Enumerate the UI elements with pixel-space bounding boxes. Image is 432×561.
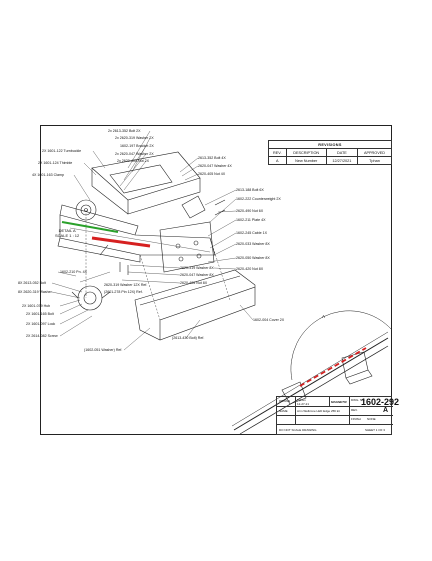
cover (134, 269, 256, 341)
callout-washer-2620-050: 2620-050 Washer 8X (236, 256, 270, 260)
revisions-table: REVISIONS REV. DESCRIPTION DATE APPROVED… (268, 140, 392, 165)
callout-bracket-1602-197: 1602-197 Bracket 2X (120, 144, 154, 148)
drawn-date: 12-27-21 (297, 402, 310, 406)
led-strip-green (61, 221, 119, 233)
arm-bottom (57, 237, 141, 263)
detail-a-circle (290, 310, 393, 381)
do-not-scale-note: DO NOT SCALE DRAWING (279, 428, 317, 432)
detail-a-label: DETAIL A SCALE 1 : 12 (55, 228, 79, 238)
drawing-name: Arm Wellzone LED Edge 25ft kit (297, 409, 340, 413)
callout-washer-ref: (1602-051 Washer) Ref. (84, 348, 123, 352)
callout-lock: 2X 1601-097 Lock (26, 322, 56, 326)
finish-label: FINISH (351, 417, 361, 421)
cable-line (69, 227, 211, 253)
led-strip-red (91, 236, 151, 248)
detail-a-title: DETAIL A (58, 228, 76, 233)
callout-bolt-ref: (2613-430 Bolt) Ref. (172, 336, 205, 340)
approved-cell: Tphan (357, 156, 392, 165)
revisions-title: REVISIONS (268, 140, 392, 149)
rev-cell: A (268, 156, 287, 165)
callout-bolt-2613-352: 2x 2613-352 Bolt 2X (108, 129, 141, 133)
callout-nut-2620-420: 2620-420 Nut 8X (236, 267, 264, 271)
callout-nut-405-8x: 2620-405 Nut 8X (180, 281, 208, 285)
led-strip-red-detail (299, 347, 367, 387)
callout-plate: 1602-211 Plate 4X (236, 218, 266, 222)
callout-washer-2620-033: 2620-033 Washer 8X (236, 242, 270, 246)
callout-washer-047-8x: 2620-047 Washer 8X (180, 273, 214, 277)
callout-washer-12x-ref: 2620-319 Washer 12X Ref. (104, 283, 148, 287)
table-row: A New Number 12/27/2021 Tphan (268, 156, 392, 165)
date-cell: 12/27/2021 (325, 156, 359, 165)
callout-clamp: 4X 1601-163 Clamp (32, 173, 64, 177)
callout-washer-2620-319: 2x 2620-319 Washer 2X (115, 136, 154, 140)
callout-turnbuckle: 2X 1601-122 Turnbuckle (42, 149, 82, 153)
arm-top-rail (59, 204, 139, 236)
hub-disc (75, 199, 97, 221)
rev-label: REV. (351, 408, 358, 412)
callout-hub: 2X 1601-079 Hub (22, 304, 51, 308)
callout-cover: 1602-004 Cover 2X (253, 318, 285, 322)
description-col-header: DESCRIPTION (285, 148, 327, 157)
callout-nut-2620-405: 2x 2620-405 Nut 2X (117, 159, 149, 163)
callout-pin-12x-ref: (2601-278 Pin 12X) Ref. (104, 290, 143, 294)
drawing-border (40, 125, 392, 435)
sheet-number: SHEET 1 OF 3 (365, 428, 385, 432)
counterweight (159, 221, 215, 273)
date-col-header: DATE (325, 148, 359, 157)
callout-washer-319-8x: 2620-319 Washer 8X (180, 266, 214, 270)
end-bracket (181, 195, 206, 219)
company-logo: MAGNETIC (331, 400, 347, 404)
description-cell: New Number (285, 156, 327, 165)
finish-value: NONE (367, 417, 376, 421)
callout-bolt-4x: 2613-352 Bolt 4X (198, 156, 226, 160)
callout-washer-8x-rear: 8X 2620-319 Washer (18, 290, 52, 294)
detail-a-callout-letter: A (322, 314, 326, 319)
callout-washer-4x: 2620-047 Washer 4X (198, 164, 232, 168)
callout-screw: 2X 2614-082 Screw (26, 334, 58, 338)
callout-bolt-2613-188: 2613-188 Bolt 6X (236, 188, 264, 192)
drawn-by: Tphan (297, 398, 306, 402)
drawing-number: 1602-292 (361, 397, 400, 407)
detail-fixture (341, 351, 369, 379)
revision-letter: A (383, 407, 389, 414)
callout-bolt-1601-165: 2X 1601-165 Bolt (26, 312, 54, 316)
name-label: NAME (279, 409, 288, 413)
callout-pin-1602-210: 1602-210 Pn. 4X (60, 270, 87, 274)
drawn-label: DRAWN (279, 399, 291, 403)
bracket (109, 164, 173, 194)
rev-col-header: REV. (268, 148, 287, 157)
callout-nut-4x: 2620-405 Nut 4X (198, 172, 226, 176)
callout-washer-2620-047: 2x 2620-047 Washer 2X (115, 152, 154, 156)
arm-clamp (281, 381, 307, 405)
callout-bolt-2613-052: 8X 2613-052 Bolt (18, 281, 46, 285)
callout-cable: 1602-245 Cable 1X (236, 231, 267, 235)
approved-col-header: APPROVED (357, 148, 392, 157)
callout-thimble: 2X 1601-124 Thimble (38, 161, 73, 165)
callout-counterweight: 1602-222 Counterweight 2X (236, 197, 281, 201)
callout-nut-2620-490: 2620-490 Nut 6X (236, 209, 264, 213)
dwg-label: DWG. NO. (351, 398, 366, 402)
detail-a-scale: SCALE 1 : 12 (55, 233, 80, 238)
boom-arm (233, 337, 389, 431)
title-block: DRAWN Tphan 12-27-21 MAGNETIC NAME Arm W… (276, 396, 399, 435)
rear-hub (77, 285, 103, 311)
